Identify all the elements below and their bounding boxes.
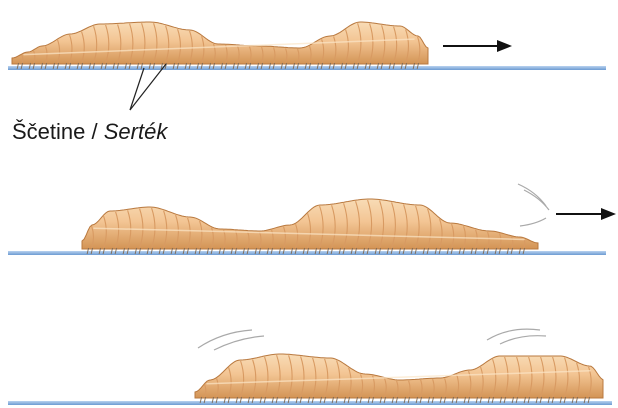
worm-stage-3 — [195, 354, 603, 403]
bristles-label-hungarian: Serték — [104, 119, 168, 144]
direction-arrow-1 — [443, 40, 512, 52]
bristles-label-slovene: Ščetine — [12, 119, 85, 144]
label-separator: / — [85, 119, 103, 144]
motion-lines-tail-3 — [198, 330, 264, 350]
worm-stage-1 — [12, 22, 428, 69]
motion-lines-head-2 — [518, 184, 549, 226]
motion-lines-head-3 — [487, 329, 546, 344]
worm-body — [12, 22, 428, 64]
ground-line-3 — [8, 401, 612, 405]
worm-stage-2 — [82, 199, 538, 254]
ground-line-1 — [8, 66, 606, 70]
bristle-pointer-lines — [130, 64, 166, 110]
bristles-label: Ščetine / Serték — [12, 119, 167, 145]
direction-arrow-2 — [556, 208, 616, 220]
